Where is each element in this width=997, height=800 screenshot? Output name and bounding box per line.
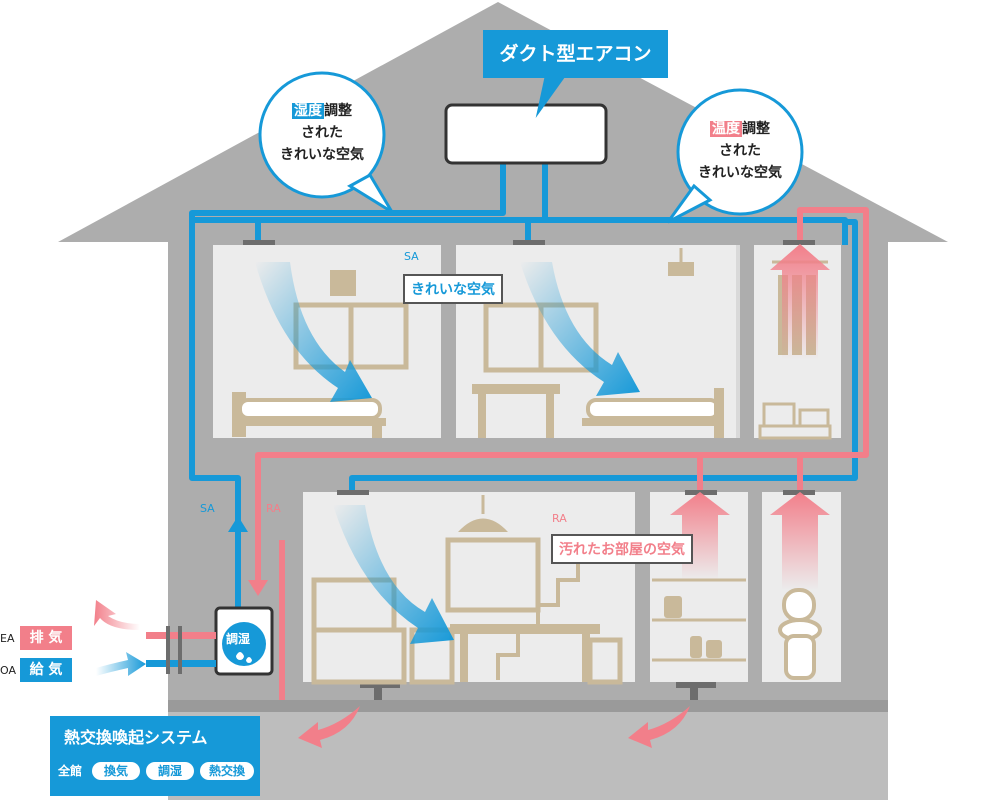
- sa-duct-label: SA: [200, 502, 215, 515]
- bubble-left-highlight: 湿度: [292, 103, 324, 119]
- return-arrowheads: [248, 580, 268, 596]
- supply-duct: [189, 150, 858, 660]
- bubble-left-line2: された: [301, 125, 343, 141]
- underfloor-airflow-arrows: [298, 706, 690, 748]
- outside-pipes: [94, 600, 216, 676]
- exhaust-code: EA: [0, 632, 15, 645]
- bubble-right-line2: された: [719, 143, 761, 159]
- unit-label: 調湿: [226, 632, 251, 646]
- bubble-right-highlight: 温度: [710, 121, 742, 137]
- toilet: [778, 588, 822, 680]
- intake-code: OA: [0, 664, 16, 677]
- clean-air-label: きれいな空気: [403, 274, 503, 304]
- bubble-right-rest: 調整: [742, 121, 770, 137]
- title-box: ダクト型エアコン: [483, 30, 668, 78]
- bubble-right: [666, 88, 804, 224]
- system-name: 熱交換喚起システム: [64, 728, 208, 747]
- bubble-left-line3: きれいな空気: [280, 147, 364, 163]
- bubble-right-text: 温度調整 された きれいな空気: [688, 118, 792, 184]
- ceiling-vents: [243, 240, 815, 495]
- feature-humidity: 調湿: [146, 762, 194, 780]
- clean-air-tag: SA: [404, 250, 419, 263]
- heat-exchange-unit: [214, 606, 274, 676]
- bedroom-middle-furniture: [472, 248, 724, 438]
- title-text: ダクト型エアコン: [499, 43, 652, 65]
- bubble-left-rest: 調整: [324, 103, 352, 119]
- return-duct: [255, 207, 869, 700]
- system-box: 熱交換喚起システム 全館 換気 調湿 熱交換: [50, 716, 260, 796]
- ductless-ac-unit: [444, 103, 608, 165]
- feature-heat-exchange: 熱交換: [200, 762, 254, 780]
- intake-label: 給 気: [20, 658, 72, 682]
- supply-airflow-arrows: [255, 262, 640, 644]
- system-scope: 全館: [58, 764, 83, 778]
- ra-duct-label: RA: [266, 502, 281, 515]
- dirty-air-label: 汚れたお部屋の空気: [551, 534, 693, 564]
- bubble-left-text: 湿度調整 された きれいな空気: [270, 100, 374, 166]
- bubble-left: [258, 71, 394, 214]
- dirty-air-tag: RA: [552, 512, 567, 525]
- feature-ventilation: 換気: [92, 762, 140, 780]
- bubble-right-line3: きれいな空気: [698, 165, 782, 181]
- exhaust-label: 排 気: [20, 626, 72, 650]
